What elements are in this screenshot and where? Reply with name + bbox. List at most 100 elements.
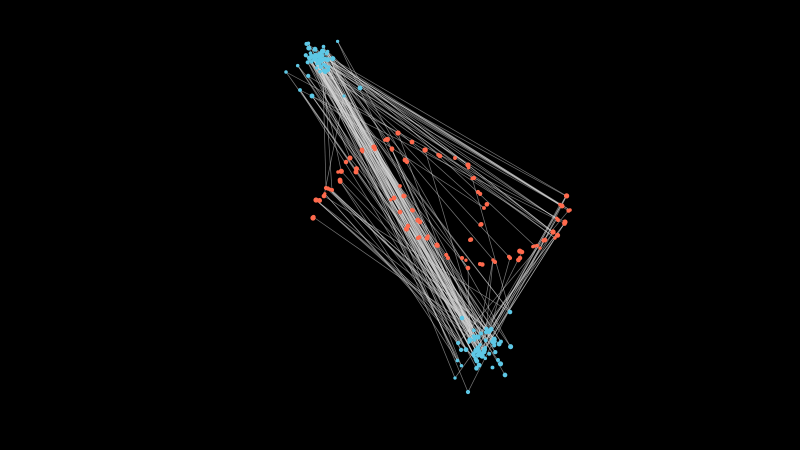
ring-node: [417, 235, 422, 240]
cluster-node: [317, 51, 323, 57]
ring-node: [389, 198, 393, 202]
cluster-node: [475, 334, 481, 340]
ring-node: [338, 168, 344, 174]
cluster-node: [312, 46, 318, 52]
ring-node: [389, 146, 395, 152]
cluster-node: [318, 64, 324, 70]
cluster-node: [483, 330, 488, 335]
edge: [323, 95, 345, 197]
edge: [374, 149, 462, 366]
ring-node: [403, 226, 410, 232]
cluster-node: [321, 44, 326, 49]
cluster-node: [314, 66, 319, 70]
ring-node: [409, 139, 415, 145]
node-ring: [310, 130, 572, 271]
cluster-node: [463, 347, 469, 353]
ring-node: [404, 159, 410, 165]
cluster-node: [472, 337, 477, 342]
edge: [391, 149, 490, 332]
edge: [316, 57, 342, 172]
edge: [324, 193, 459, 344]
ring-node: [491, 258, 495, 262]
cluster-node: [498, 339, 503, 344]
cluster-node: [465, 389, 471, 395]
ring-node: [436, 152, 441, 157]
edge: [325, 187, 494, 341]
ring-node: [311, 214, 316, 220]
cluster-node: [491, 338, 495, 343]
edge: [316, 60, 458, 361]
edge: [315, 199, 495, 340]
ring-node: [478, 191, 483, 196]
ring-node: [453, 156, 457, 160]
edge: [337, 41, 474, 337]
ring-node: [343, 159, 349, 165]
ring-node: [415, 217, 421, 223]
edge: [386, 139, 475, 331]
cluster-node: [496, 358, 500, 362]
edge: [480, 251, 523, 334]
cluster-node: [476, 362, 482, 368]
ring-node: [424, 235, 430, 241]
edge: [471, 178, 511, 313]
cluster-node: [467, 340, 471, 344]
cluster-node: [304, 41, 309, 46]
cluster-node: [487, 351, 492, 356]
edge: [311, 61, 459, 344]
edge: [307, 61, 563, 207]
cluster-node: [309, 59, 314, 64]
edge: [332, 58, 479, 356]
edge: [326, 53, 554, 233]
ring-node: [465, 265, 471, 271]
ring-node: [395, 130, 401, 136]
edge: [327, 69, 493, 342]
ring-node: [563, 193, 570, 199]
node-cluster-bottom: [453, 309, 514, 395]
ring-node: [506, 254, 511, 259]
ring-node: [550, 229, 556, 235]
ring-node: [410, 208, 415, 213]
ring-node: [484, 201, 490, 207]
ring-node: [459, 255, 465, 261]
ring-node: [325, 186, 331, 191]
cluster-node: [471, 328, 476, 333]
ring-node: [445, 255, 451, 261]
cluster-node: [335, 39, 340, 44]
cluster-node: [474, 358, 480, 364]
cluster-node: [306, 45, 312, 51]
edge: [481, 231, 554, 356]
ring-node: [347, 155, 353, 161]
cluster-node: [473, 348, 479, 354]
ring-node: [397, 209, 403, 215]
cluster-node: [458, 347, 464, 353]
cluster-node: [323, 69, 328, 75]
ring-node: [470, 176, 474, 181]
ring-node: [538, 246, 542, 250]
ring-node: [482, 206, 486, 210]
cluster-node: [317, 60, 322, 66]
edge: [490, 195, 567, 330]
cluster-node: [507, 309, 513, 315]
edge: [322, 55, 554, 233]
ring-node: [566, 208, 571, 213]
cluster-node: [478, 343, 482, 347]
ring-node: [558, 202, 562, 207]
edge: [341, 171, 500, 345]
cluster-node: [459, 315, 465, 321]
cluster-node: [475, 352, 481, 358]
cluster-node: [318, 69, 322, 74]
cluster-node: [459, 364, 464, 368]
edge: [315, 199, 485, 353]
cluster-node: [456, 340, 461, 346]
cluster-node: [305, 60, 310, 65]
ring-node: [531, 244, 535, 249]
ring-node: [372, 147, 377, 152]
edge-layer: [285, 41, 571, 393]
ring-node: [434, 242, 440, 248]
cluster-node: [324, 64, 328, 68]
ring-node: [555, 216, 559, 221]
cluster-node: [492, 343, 497, 348]
ring-node: [480, 262, 485, 267]
cluster-node: [306, 73, 311, 79]
cluster-node: [303, 53, 308, 58]
